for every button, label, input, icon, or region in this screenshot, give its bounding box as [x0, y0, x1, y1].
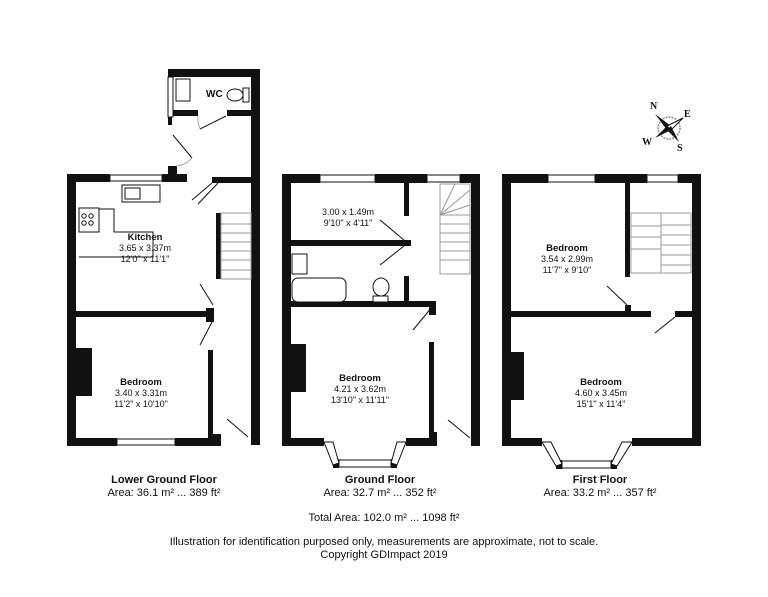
compass-icon: [655, 114, 684, 142]
floor-name: Lower Ground Floor: [111, 474, 217, 486]
compass-east-label: E: [684, 109, 691, 120]
room-metric: 4.21 x 3.62m: [333, 384, 387, 394]
room-metric: 4.60 x 3.45m: [574, 388, 628, 398]
floor-name: Ground Floor: [344, 474, 416, 486]
room-kitchen: Kitchen 3.65 x 3.37m 12'0" x 11'1": [119, 232, 171, 265]
room-name: Bedroom: [120, 377, 162, 388]
room-metric: 3.40 x 3.31m: [114, 388, 168, 398]
floor-area: Area: 32.7 m² ... 352 ft²: [323, 487, 437, 499]
floor-area: Area: 33.2 m² ... 357 ft²: [543, 487, 657, 499]
room-lower-bedroom: Bedroom 3.40 x 3.31m 11'2" x 10'10": [114, 377, 168, 410]
floor-name: First Floor: [572, 474, 628, 486]
first-floor-plan: [502, 174, 701, 469]
floor-caption-ground: Ground Floor Area: 32.7 m² ... 352 ft²: [323, 474, 436, 500]
lower-ground-floor-plan: [67, 69, 260, 446]
floor-caption-lower-ground: Lower Ground Floor Area: 36.1 m² ... 389…: [107, 474, 220, 500]
copyright: Copyright GDImpact 2019: [320, 549, 448, 561]
room-name: Kitchen: [127, 232, 163, 243]
room-name: Bedroom: [546, 243, 588, 254]
room-imperial: 11'2" x 10'10": [114, 399, 168, 409]
room-metric: 3.54 x 2.99m: [540, 254, 594, 264]
floor-caption-first: First Floor Area: 33.2 m² ... 357 ft²: [543, 474, 656, 500]
compass-west-label: W: [642, 137, 652, 148]
room-imperial: 13'10" x 11'11": [330, 395, 390, 405]
room-name: Bedroom: [339, 373, 381, 384]
compass-north-label: N: [650, 101, 658, 112]
room-imperial: 11'7" x 9'10": [542, 265, 592, 275]
ground-floor-plan: [282, 174, 480, 468]
room-first-bedroom-rear: Bedroom 3.54 x 2.99m 11'7" x 9'10": [541, 243, 593, 276]
room-metric: 3.65 x 3.37m: [118, 243, 172, 253]
room-ground-bedroom: Bedroom 4.21 x 3.62m 13'10" x 11'11": [331, 373, 389, 406]
room-imperial: 12'0" x 11'1": [120, 254, 170, 264]
room-imperial: 15'1" x 11'4": [576, 399, 626, 409]
total-area: Total Area: 102.0 m² ... 1098 ft²: [308, 512, 460, 524]
room-name: Bedroom: [580, 377, 622, 388]
compass-south-label: S: [677, 143, 683, 154]
room-metric: 3.00 x 1.49m: [321, 207, 375, 217]
floor-area: Area: 36.1 m² ... 389 ft²: [107, 487, 221, 499]
room-first-bedroom-front: Bedroom 4.60 x 3.45m 15'1" x 11'4": [575, 377, 627, 410]
disclaimer: Illustration for identification purposed…: [169, 536, 599, 548]
room-imperial: 9'10" x 4'11": [323, 218, 373, 228]
room-wc-label: WC: [206, 89, 223, 100]
room-ground-small: 3.00 x 1.49m 9'10" x 4'11": [322, 207, 374, 229]
